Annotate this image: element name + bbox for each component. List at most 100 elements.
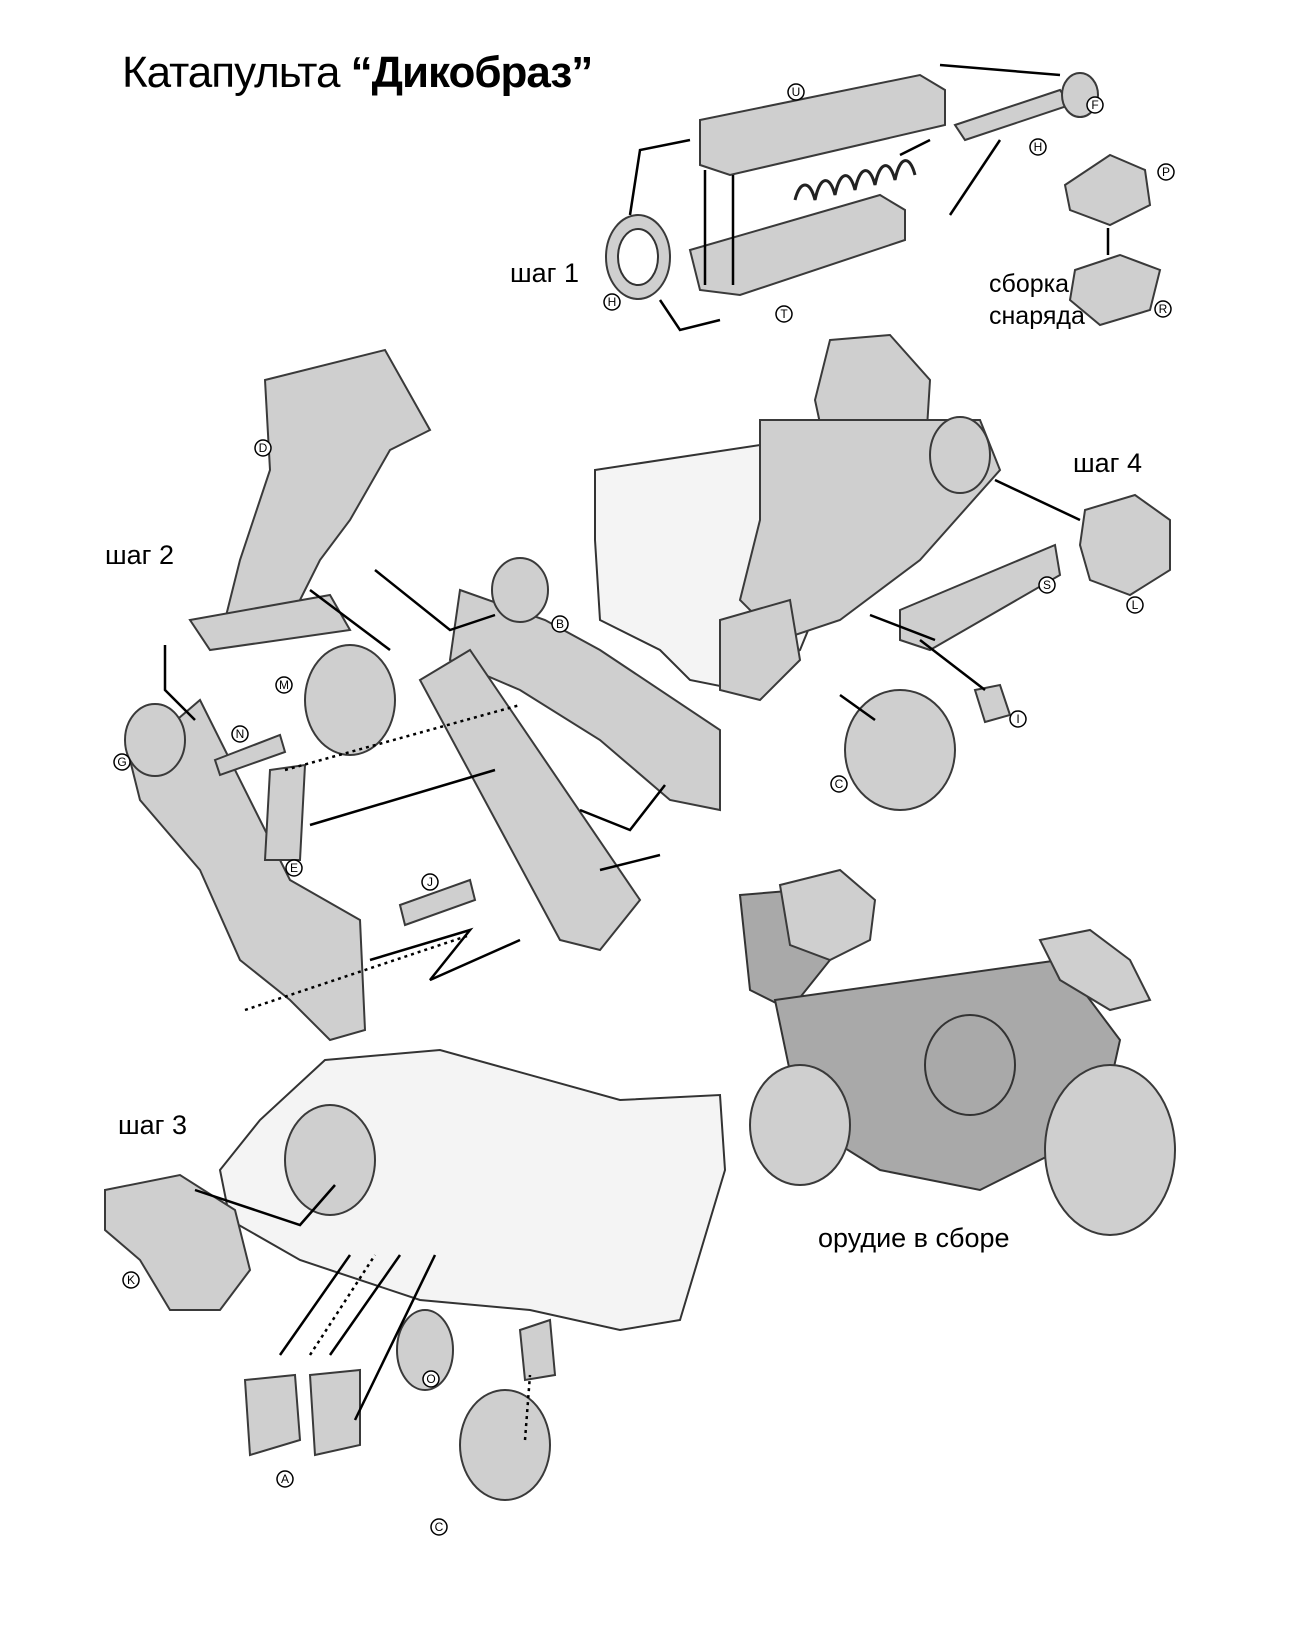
part-label-c-step4: C	[830, 775, 848, 793]
step3-arrow-a2	[328, 1254, 402, 1356]
part-label-i: I	[1009, 710, 1027, 728]
connector-part-e	[263, 763, 307, 861]
part-label-a: A	[276, 1470, 294, 1488]
step2-arrow-f	[599, 853, 661, 872]
svg-text:P: P	[1162, 165, 1170, 179]
assembled-projectile	[778, 868, 877, 962]
svg-text:C: C	[835, 777, 844, 791]
step1-connector-bottom	[658, 299, 721, 332]
assembled-wheel-left	[749, 1064, 851, 1186]
step-2-diagram	[124, 348, 721, 1042]
title-regular: Катапульта	[122, 48, 351, 97]
svg-text:J: J	[427, 875, 433, 889]
part-label-h-top: H	[1029, 138, 1047, 156]
step3-part-labels: K A O C	[122, 1271, 448, 1536]
svg-text:G: G	[117, 755, 126, 769]
barrel-bottom-part	[688, 193, 906, 297]
step-4-label: шаг 4	[1073, 448, 1143, 478]
part-label-d: D	[254, 439, 272, 457]
step2-arrow-d	[309, 768, 496, 827]
assembled-gear	[924, 1014, 1016, 1116]
spike-arm-part-d	[223, 348, 432, 642]
step4-arrow-c	[839, 693, 876, 722]
part-label-t: T	[775, 305, 793, 323]
clip-part-a-right	[308, 1368, 361, 1457]
svg-text:R: R	[1159, 302, 1168, 316]
part-label-g: G	[113, 753, 131, 771]
launcher-tube-part	[418, 648, 642, 952]
gear-ring-part-g	[124, 703, 186, 777]
step4-arrow-i	[919, 639, 986, 691]
svg-text:F: F	[1091, 98, 1098, 112]
part-label-m: M	[275, 676, 293, 694]
svg-text:E: E	[290, 861, 298, 875]
part-label-p: P	[1157, 163, 1175, 181]
svg-text:O: O	[426, 1372, 435, 1386]
step1-spring-arrow	[899, 138, 931, 157]
step1-connector-top	[939, 63, 1061, 77]
wheel-part-c-step4	[844, 689, 956, 811]
step-4-diagram	[594, 333, 1171, 811]
svg-text:S: S	[1043, 578, 1051, 592]
step-3-label: шаг 3	[118, 1110, 188, 1140]
part-label-n: N	[231, 725, 249, 743]
step-2-label: шаг 2	[105, 540, 175, 570]
step2-dotted-a	[284, 703, 521, 772]
step2-part-labels: D B M G N E J	[113, 439, 569, 891]
ring-part-h-hole	[617, 228, 659, 286]
page-title: Катапульта “Дикобраз”	[122, 48, 594, 98]
step1-connector-right	[948, 139, 1002, 216]
step2-arrow-g	[369, 927, 521, 982]
svg-text:T: T	[780, 307, 788, 321]
gear-ring-part-b	[491, 557, 549, 623]
wheel-part-c-step3	[459, 1389, 551, 1501]
step2-arrow-b	[374, 569, 496, 632]
svg-text:N: N	[236, 727, 245, 741]
step-1-diagram	[605, 63, 1162, 332]
step4-arrow-s	[869, 613, 936, 642]
step4-gear-ring	[929, 416, 991, 494]
projectile-caption-line1: сборка	[989, 270, 1070, 298]
title-bold: “Дикобраз”	[350, 48, 594, 97]
bolt-part-i	[973, 683, 1012, 724]
part-label-b: B	[551, 615, 569, 633]
assembled-caption: орудие в сборе	[818, 1223, 1010, 1253]
step2-dotted-b	[244, 933, 471, 1012]
arm-axle-part	[188, 593, 352, 652]
part-label-e: E	[285, 859, 303, 877]
projectile-caption-line2: снаряда	[989, 302, 1085, 330]
projectile-caption: сборка снаряда	[989, 268, 1085, 332]
part-label-f: F	[1086, 96, 1104, 114]
svg-text:I: I	[1016, 712, 1019, 726]
svg-text:C: C	[435, 1520, 444, 1534]
gear-part-k	[104, 1173, 252, 1311]
svg-text:H: H	[608, 295, 617, 309]
step3-arrow-k	[194, 1184, 336, 1227]
plunger-rod-part	[953, 88, 1072, 142]
projectile-cap-part	[1063, 153, 1152, 227]
step3-arrow-a1	[278, 1254, 352, 1356]
part-label-k: K	[122, 1271, 140, 1289]
step1-part-labels: U F H H T P R	[603, 83, 1175, 323]
frame-left-part	[128, 698, 367, 1042]
svg-text:L: L	[1132, 598, 1139, 612]
svg-text:U: U	[792, 85, 801, 99]
wheel-axle-part	[518, 1318, 557, 1382]
axle-part-j	[398, 878, 477, 927]
clip-part-a-left	[243, 1373, 302, 1457]
step4-part-labels: S L I C	[830, 576, 1144, 793]
step3-gear-ring	[284, 1104, 376, 1216]
wheel-part-m	[304, 644, 396, 756]
step-1-label: шаг 1	[510, 258, 580, 288]
assembled-catapult-illustration	[738, 868, 1176, 1236]
part-label-u: U	[787, 83, 805, 101]
step1-connector-left	[628, 138, 691, 216]
disc-part-o	[396, 1309, 454, 1391]
svg-text:A: A	[281, 1472, 289, 1486]
step3-arrow-a3	[353, 1254, 437, 1421]
step2-arrow-a	[163, 645, 196, 721]
projectile-base-part	[1068, 253, 1162, 327]
part-label-o: O	[422, 1370, 440, 1388]
part-label-l: L	[1126, 596, 1144, 614]
